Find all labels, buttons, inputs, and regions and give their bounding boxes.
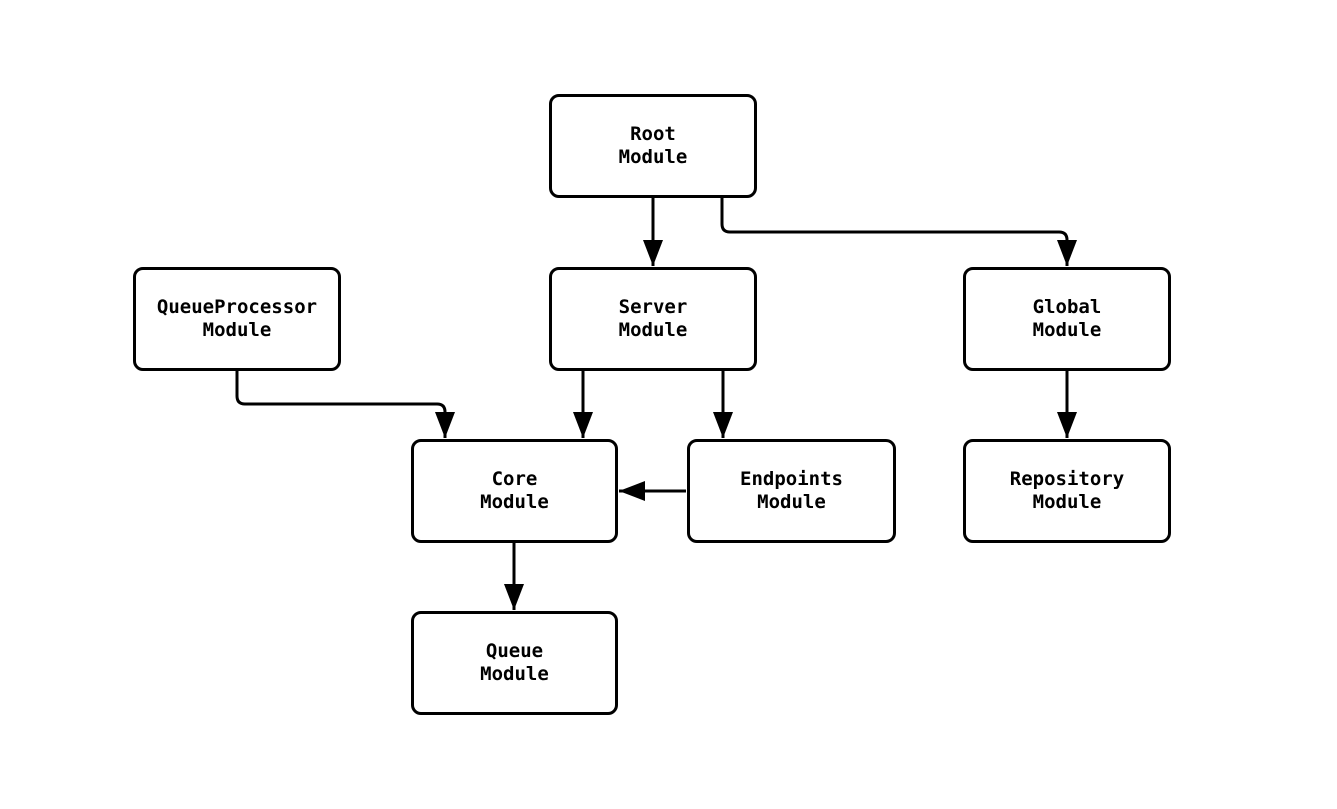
node-server-module: Server Module <box>549 267 757 371</box>
node-label: Core Module <box>480 468 549 513</box>
node-label: Endpoints Module <box>740 468 843 513</box>
edge-queueprocessor-to-core <box>235 371 455 438</box>
node-repository-module: Repository Module <box>963 439 1171 543</box>
node-queue-module: Queue Module <box>411 611 618 715</box>
node-label: Repository Module <box>1009 468 1125 513</box>
node-queueprocessor-module: QueueProcessor Module <box>133 267 341 371</box>
node-endpoints-module: Endpoints Module <box>687 439 896 543</box>
node-label: QueueProcessor Module <box>156 296 318 341</box>
node-label: Server Module <box>618 296 688 341</box>
node-label: Queue Module <box>480 640 549 685</box>
node-root-module: Root Module <box>549 94 757 198</box>
edge-root-to-global <box>720 198 1077 266</box>
node-label: Root Module <box>618 123 688 168</box>
node-label: Global Module <box>1032 296 1102 341</box>
node-core-module: Core Module <box>411 439 618 543</box>
node-global-module: Global Module <box>963 267 1171 371</box>
